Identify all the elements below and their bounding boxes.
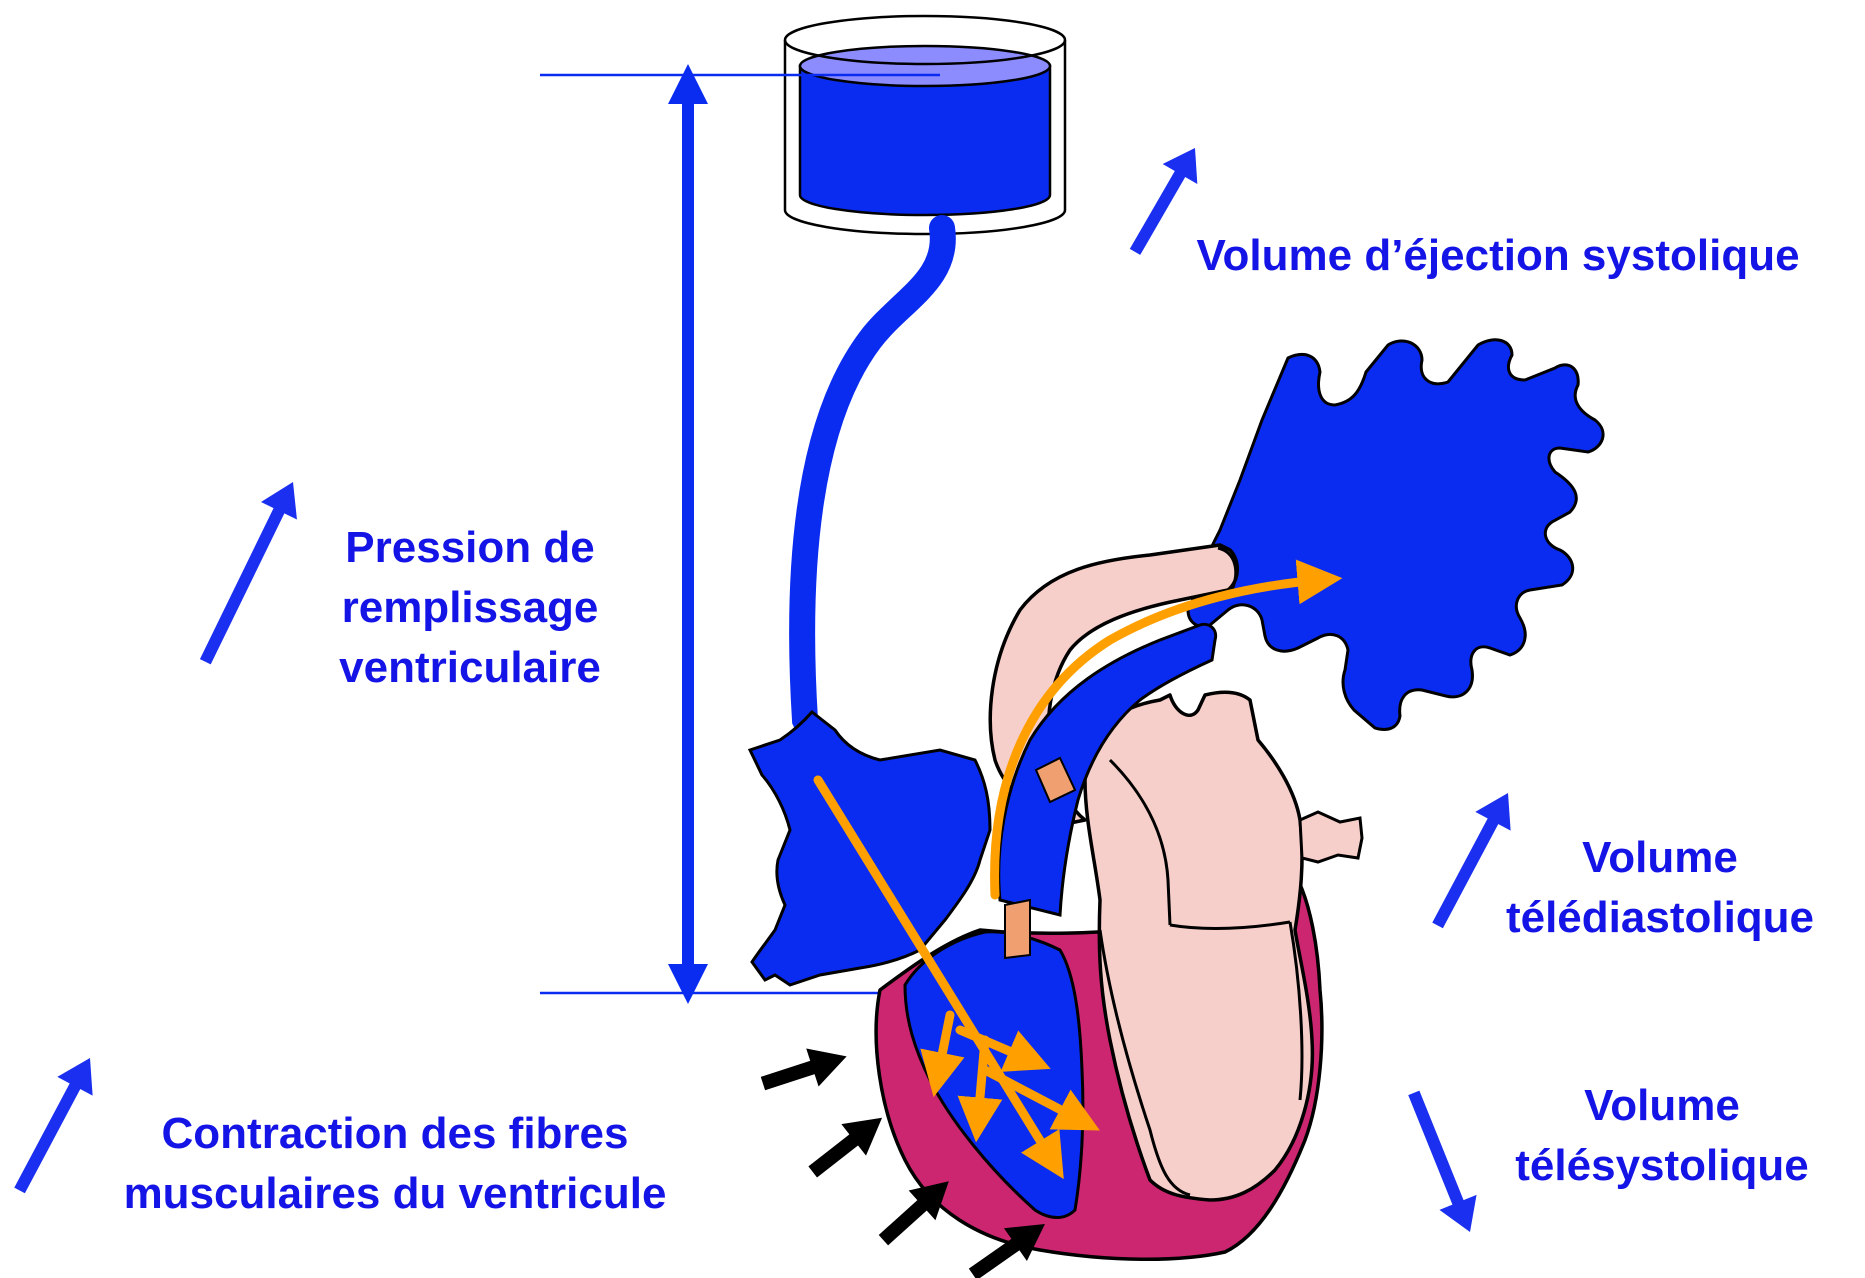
pulmonary-bed bbox=[1188, 340, 1603, 730]
increase-arrow-contraction bbox=[2, 1049, 108, 1200]
label-telediastolique-line1: Volume bbox=[1582, 833, 1738, 882]
increase-arrow-pression bbox=[187, 473, 311, 670]
label-pression-line1: Pression de bbox=[345, 523, 594, 572]
black-arrow bbox=[757, 1037, 853, 1102]
black-arrow bbox=[800, 1102, 894, 1188]
label-telesystolique-line2: télésystolique bbox=[1515, 1141, 1808, 1190]
reservoir bbox=[785, 16, 1065, 234]
label-contraction-line1: Contraction des fibres bbox=[162, 1109, 629, 1158]
tricuspid-valve bbox=[1005, 900, 1030, 958]
decrease-arrow-telesystolique bbox=[1395, 1085, 1488, 1239]
label-contraction-line2: musculaires du ventricule bbox=[124, 1169, 667, 1218]
label-pression-line2: remplissage bbox=[342, 583, 599, 632]
label-telediastolique-line2: télédiastolique bbox=[1506, 893, 1814, 942]
label-ejection: Volume d’éjection systolique bbox=[1196, 231, 1799, 280]
filling-tube bbox=[802, 228, 943, 740]
label-pression-line3: ventriculaire bbox=[339, 643, 601, 692]
label-telesystolique-line1: Volume bbox=[1584, 1081, 1740, 1130]
